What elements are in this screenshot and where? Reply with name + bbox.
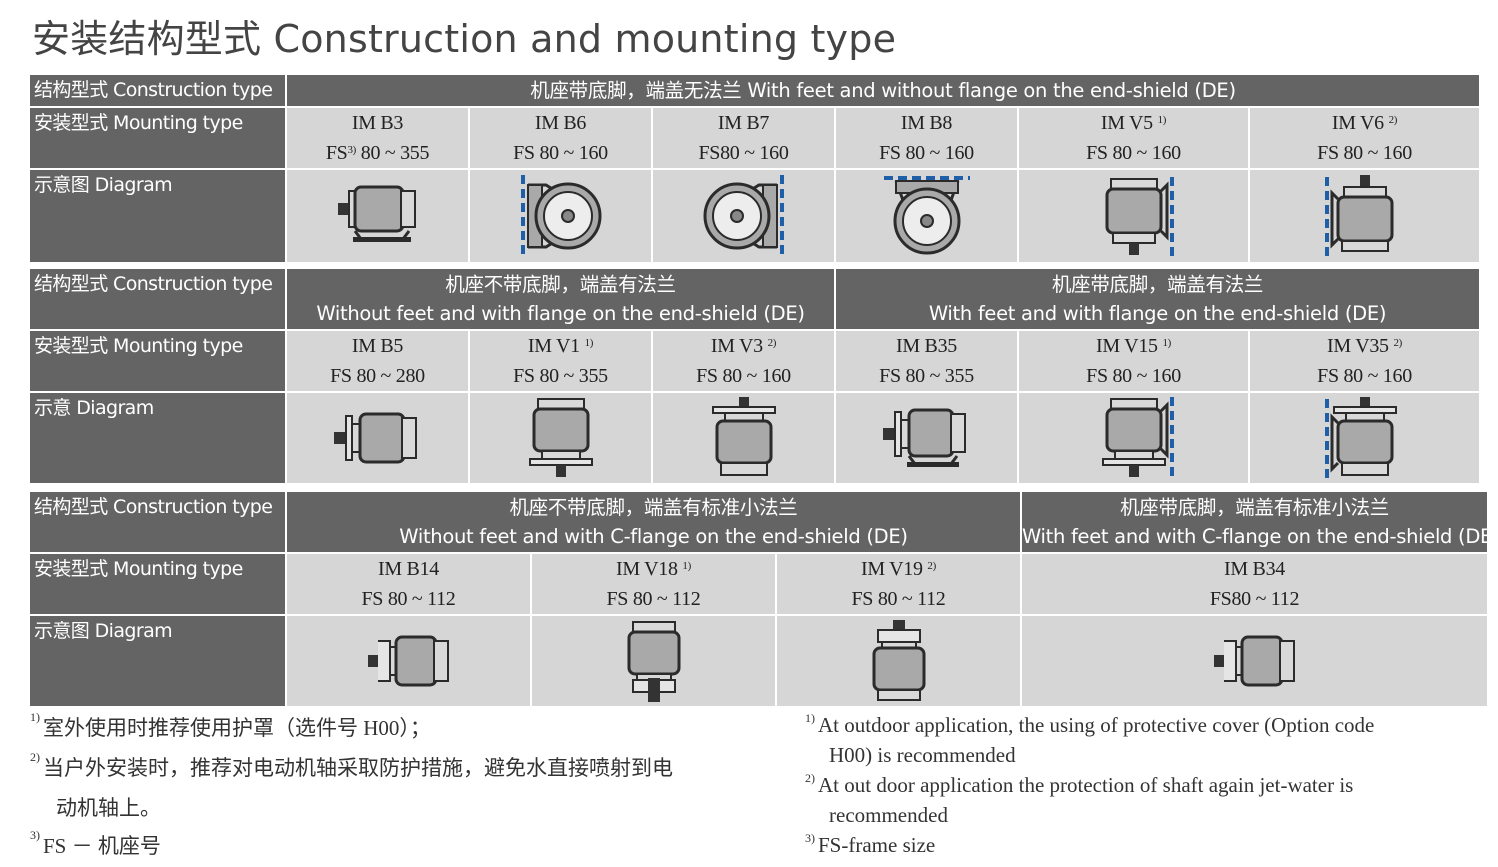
mounting-type-label: 安装型式 Mounting type bbox=[30, 108, 285, 168]
v15-diagram-icon bbox=[1019, 393, 1249, 483]
construction-type-label: 结构型式 Construction type bbox=[30, 75, 285, 106]
v6-diagram-icon bbox=[1250, 170, 1480, 262]
b8-diagram-icon bbox=[836, 170, 1017, 262]
construction-type-label: 结构型式 Construction type bbox=[30, 492, 285, 552]
v35-diagram-icon bbox=[1250, 393, 1480, 483]
mounting-im-v15: IM V15 1)FS 80 ~ 160 bbox=[1019, 331, 1249, 391]
footnote-en-2: 2)At out door application the protection… bbox=[805, 771, 1354, 797]
mounting-im-v6: IM V6 2)FS 80 ~ 160 bbox=[1250, 108, 1480, 168]
footnote-en-1-cont: H00) is recommended bbox=[829, 743, 1016, 767]
mounting-type-label: 安装型式 Mounting type bbox=[30, 554, 285, 614]
v19-diagram-icon bbox=[777, 616, 1020, 706]
v3-diagram-icon bbox=[653, 393, 835, 483]
mounting-im-v18: IM V18 1)FS 80 ~ 112 bbox=[532, 554, 775, 614]
footnote-cn-1: 1)室外使用时推荐使用护罩（选件号 H00）； bbox=[30, 710, 431, 740]
b14-diagram-icon bbox=[287, 616, 530, 706]
mounting-im-v35: IM V35 2)FS 80 ~ 160 bbox=[1250, 331, 1480, 391]
mounting-im-v5: IM V5 1)FS 80 ~ 160 bbox=[1019, 108, 1248, 168]
footnote-cn-2: 2)当户外安装时，推荐对电动机轴采取防护措施，避免水直接喷射到电 bbox=[30, 750, 673, 780]
mounting-im-v1: IM V1 1)FS 80 ~ 355 bbox=[470, 331, 651, 391]
v5-diagram-icon bbox=[1019, 170, 1248, 262]
section-1-table: 结构型式 Construction type 机座带底脚，端盖无法兰 With … bbox=[28, 73, 1481, 264]
diagram-label: 示意图 Diagram bbox=[30, 616, 285, 706]
b3-diagram-icon bbox=[287, 170, 468, 262]
b5-diagram-icon bbox=[287, 393, 468, 483]
footnote-cn-2-cont: 动机轴上。 bbox=[56, 796, 161, 820]
mounting-im-v19: IM V19 2)FS 80 ~ 112 bbox=[777, 554, 1020, 614]
b35-diagram-icon bbox=[836, 393, 1018, 483]
footnote-en-2-cont: recommended bbox=[829, 803, 948, 827]
mounting-type-label: 安装型式 Mounting type bbox=[30, 331, 285, 391]
v18-diagram-icon bbox=[532, 616, 775, 706]
v1-diagram-icon bbox=[470, 393, 651, 483]
section-1-header: 机座带底脚，端盖无法兰 With feet and without flange… bbox=[287, 75, 1480, 106]
diagram-label: 示意 Diagram bbox=[30, 393, 285, 483]
mounting-im-v3: IM V3 2)FS 80 ~ 160 bbox=[653, 331, 835, 391]
b7-diagram-icon bbox=[653, 170, 834, 262]
diagram-label: 示意图 Diagram bbox=[30, 170, 285, 262]
b6-diagram-icon bbox=[470, 170, 651, 262]
page-title: 安装结构型式 Construction and mounting type bbox=[32, 17, 897, 61]
footnote-en-3: 3)FS-frame size bbox=[805, 831, 936, 857]
construction-type-label: 结构型式 Construction type bbox=[30, 269, 285, 329]
footnote-cn-3: 3)FS － 机座号 bbox=[30, 828, 161, 858]
footnote-en-1: 1)At outdoor application, the using of p… bbox=[805, 711, 1375, 737]
b34-diagram-icon bbox=[1022, 616, 1487, 706]
